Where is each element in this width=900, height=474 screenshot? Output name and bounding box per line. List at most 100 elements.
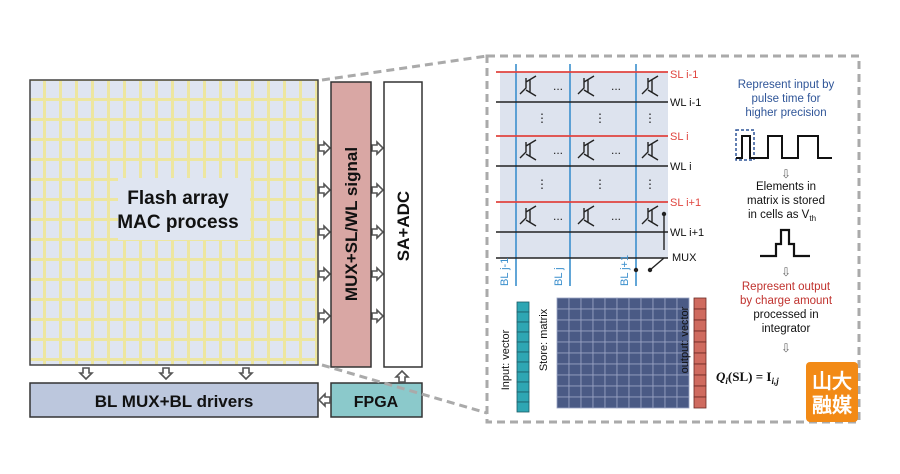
matrix-cell xyxy=(664,385,678,398)
right-arrow-icon xyxy=(371,140,385,156)
matrix-cell xyxy=(640,319,654,332)
vertical-ellipsis-text: ⋮ xyxy=(644,111,656,125)
matrix-cell xyxy=(640,297,654,310)
output-vector-cell xyxy=(693,330,707,343)
output-vector-cell xyxy=(693,297,707,310)
bl-mux-block: BL MUX+BL drivers xyxy=(29,382,319,418)
mux-switch xyxy=(649,257,665,271)
matrix-cell xyxy=(592,385,606,398)
matrix-cell xyxy=(640,385,654,398)
mux-signal-label: MUX+SL/WL signal xyxy=(342,147,361,301)
matrix-cell xyxy=(568,374,582,387)
output-vector-label: output: vector xyxy=(679,306,691,373)
matrix-cell xyxy=(604,385,618,398)
sl-label-2: SL i xyxy=(670,131,689,143)
output-vector-cell xyxy=(693,385,707,398)
matrix-cell xyxy=(592,374,606,387)
bl-label-2: BL j xyxy=(553,267,565,286)
vertical-ellipsis-text: ⋮ xyxy=(594,111,606,125)
matrix-cell xyxy=(652,352,666,365)
flash-array-title: Flash array xyxy=(127,188,229,209)
matrix-cell xyxy=(664,297,678,310)
matrix-cell xyxy=(664,308,678,321)
ellipsis-text: ... xyxy=(553,143,563,157)
elements-note-line-1: Elements in xyxy=(756,181,816,193)
flash-cell-icon xyxy=(641,205,659,227)
matrix-cell xyxy=(628,374,642,387)
matrix-cell xyxy=(652,385,666,398)
left-arrow-icon xyxy=(317,392,331,408)
input-vector-cell xyxy=(516,331,530,343)
right-arrow-icon xyxy=(371,308,385,324)
matrix-cell xyxy=(664,330,678,343)
input-note-line-2: pulse time for xyxy=(751,93,820,105)
matrix-cell xyxy=(616,341,630,354)
down-arrow-icon-3: ⇩ xyxy=(781,341,791,355)
matrix-cell xyxy=(640,352,654,365)
matrix-cell xyxy=(628,385,642,398)
matrix-cell xyxy=(652,341,666,354)
matrix-cell xyxy=(640,308,654,321)
down-arrow-icon-1: ⇩ xyxy=(781,167,791,181)
input-vector-cell xyxy=(516,311,530,323)
down-arrow-icon xyxy=(238,367,254,381)
bl-label-3: BL j+1 xyxy=(619,255,631,286)
store-matrix-label: Store: matrix xyxy=(538,308,550,371)
mux-signal-block: MUX+SL/WL signal xyxy=(330,81,372,368)
flash-array: Flash array MAC process xyxy=(29,79,319,366)
input-vector-cell xyxy=(516,341,530,353)
input-vector-cell xyxy=(516,361,530,373)
matrix-cell xyxy=(664,352,678,365)
output-vector-cell xyxy=(693,396,707,409)
flash-array-subtitle: MAC process xyxy=(117,212,238,233)
matrix-cell xyxy=(616,374,630,387)
vector-matrix-diagram: Input: vector Store: matrix output: vect… xyxy=(500,297,707,413)
matrix-cell xyxy=(604,330,618,343)
matrix-cell xyxy=(604,297,618,310)
matrix-cell xyxy=(580,341,594,354)
watermark-line-2: 融媒 xyxy=(812,394,853,417)
matrix-cell xyxy=(640,396,654,409)
matrix-cell xyxy=(592,363,606,376)
matrix-cell xyxy=(604,374,618,387)
output-note-line-1: Represent output xyxy=(742,281,831,293)
matrix-cell xyxy=(568,352,582,365)
matrix-cell xyxy=(640,363,654,376)
bl-label-1: BL j-1 xyxy=(499,258,511,286)
wl-label-1: WL i-1 xyxy=(670,97,701,109)
matrix-cell xyxy=(604,363,618,376)
matrix-cell xyxy=(676,396,690,409)
input-vector-label: Input: vector xyxy=(500,329,512,390)
right-arrow-icon xyxy=(318,182,332,198)
matrix-cell xyxy=(640,341,654,354)
matrix-cell xyxy=(556,319,570,332)
flash-cell-icon xyxy=(519,139,537,161)
sa-adc-block: SA+ADC xyxy=(383,81,423,368)
vertical-ellipsis-text: ⋮ xyxy=(536,177,548,191)
matrix-cell xyxy=(592,352,606,365)
right-arrow-icon xyxy=(318,224,332,240)
array-to-mux-arrows xyxy=(318,140,385,324)
matrix-cell xyxy=(628,341,642,354)
flash-cell-icon xyxy=(519,75,537,97)
input-vector-cell xyxy=(516,371,530,383)
matrix-cell xyxy=(664,319,678,332)
input-vector-cell xyxy=(516,321,530,333)
matrix-cell xyxy=(592,330,606,343)
matrix-cell xyxy=(604,341,618,354)
matrix-cell xyxy=(652,319,666,332)
down-arrow-icon xyxy=(78,367,94,381)
output-note-line-3: processed in xyxy=(753,309,818,321)
output-vector-cell xyxy=(693,363,707,376)
matrix-cell xyxy=(604,352,618,365)
right-arrow-icon xyxy=(318,140,332,156)
matrix-cell xyxy=(580,319,594,332)
matrix-cell xyxy=(592,297,606,310)
matrix-cell xyxy=(568,363,582,376)
sl-label-3: SL i+1 xyxy=(670,197,701,209)
ellipsis-text: ... xyxy=(611,143,621,157)
matrix-cell xyxy=(568,319,582,332)
matrix-cell xyxy=(664,396,678,409)
matrix-cell xyxy=(592,319,606,332)
cell-array-circuit: ..................⋮⋮⋮⋮⋮⋮ SL i-1 WL i-1 S… xyxy=(496,64,704,286)
